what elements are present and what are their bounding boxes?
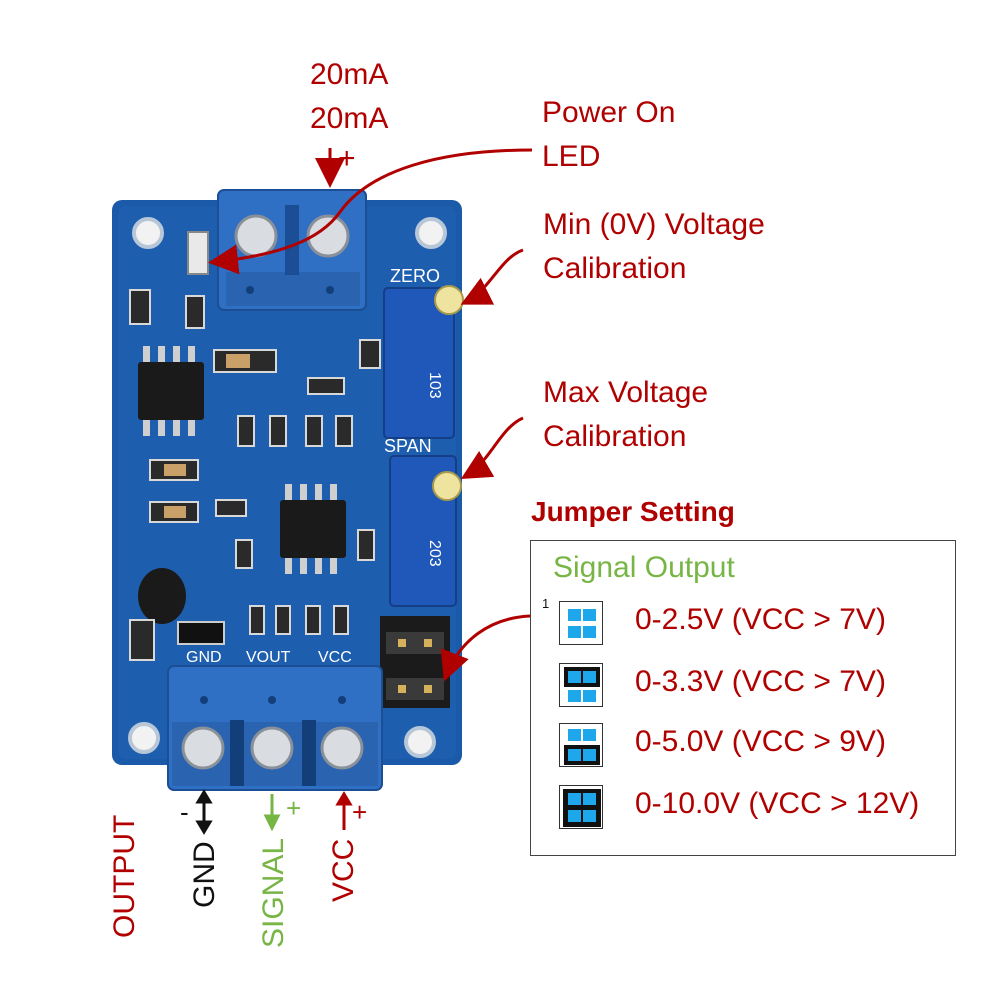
silk-zero: ZERO: [390, 266, 440, 286]
jumper-row-4: 0-10.0V (VCC > 12V): [559, 785, 949, 831]
span-trimmer-pot: [389, 455, 462, 607]
diode: [177, 621, 225, 645]
jumper-icon-none: [559, 601, 603, 645]
zero-calibration-label-line1: Min (0V) Voltage: [543, 208, 765, 241]
signal-output-title: Signal Output: [553, 551, 735, 584]
power-led: [187, 231, 209, 275]
signal-plus-sign: +: [286, 793, 302, 823]
span-calibration-label-line2: Calibration: [543, 420, 687, 453]
jumper-row-3: 0-5.0V (VCC > 9V): [559, 723, 949, 769]
transistor: [138, 568, 186, 624]
zero-calibration-label-line2: Calibration: [543, 252, 687, 285]
jumper-setting-title: Jumper Setting: [531, 496, 735, 527]
gnd-label: GND: [188, 841, 221, 908]
output-label: OUTPUT: [108, 814, 141, 938]
jumper-icon-bottom-capped: [559, 723, 603, 767]
pot-code-2: 203: [426, 540, 443, 567]
op-amp-ic-2: [280, 484, 346, 574]
span-calibration-label-line1: Max Voltage: [543, 376, 709, 409]
output-terminal-block: [167, 665, 383, 791]
input-current-label-1: 20mA: [310, 58, 389, 91]
led-arrow: [208, 148, 533, 275]
input-terminal-block: [217, 189, 367, 311]
jumper-setting-table: Signal Output 1 0-2.5V (VCC > 7V) 0-3.3V…: [530, 540, 956, 856]
input-plus-sign: +: [338, 142, 356, 175]
power-led-label-line2: LED: [542, 140, 601, 173]
zero-trimmer-pot: [383, 285, 464, 439]
gnd-arrow: [195, 789, 213, 835]
jumper-arrow: [440, 614, 531, 682]
vcc-label: VCC: [327, 838, 360, 902]
capacitor-tan-2: [164, 464, 186, 476]
vcc-arrow: [335, 791, 353, 830]
op-amp-ic-1: [138, 346, 204, 436]
jumper-row-1: 0-2.5V (VCC > 7V): [559, 601, 949, 647]
jumper-range-label: 0-2.5V (VCC > 7V): [635, 603, 886, 636]
jumper-range-label: 0-10.0V (VCC > 12V): [635, 787, 920, 820]
silk-gnd: GND: [186, 649, 222, 666]
zero-arrow: [460, 248, 524, 305]
gnd-minus-sign: -: [180, 797, 189, 827]
pot-code-1: 103: [426, 372, 443, 399]
signal-arrow: [263, 794, 281, 832]
jumper-icon-both-capped: [559, 785, 603, 829]
capacitor-tan-1: [226, 354, 250, 368]
vcc-plus-sign: +: [352, 797, 368, 827]
capacitor-tan-3: [164, 506, 186, 518]
jumper-range-label: 0-5.0V (VCC > 9V): [635, 725, 886, 758]
span-arrow: [460, 416, 524, 480]
jumper-header: [380, 616, 450, 708]
pin-1-marker: 1: [542, 596, 550, 611]
jumper-row-2: 0-3.3V (VCC > 7V): [559, 663, 949, 709]
silk-vcc: VCC: [318, 649, 352, 666]
jumper-icon-top-capped: [559, 663, 603, 707]
jumper-range-label: 0-3.3V (VCC > 7V): [635, 665, 886, 698]
silk-vout: VOUT: [246, 649, 291, 666]
power-led-label-line1: Power On: [542, 96, 676, 129]
silk-span: SPAN: [384, 436, 432, 456]
input-current-label-2: 20mA: [310, 102, 389, 135]
signal-label: SIGNAL: [257, 837, 290, 948]
